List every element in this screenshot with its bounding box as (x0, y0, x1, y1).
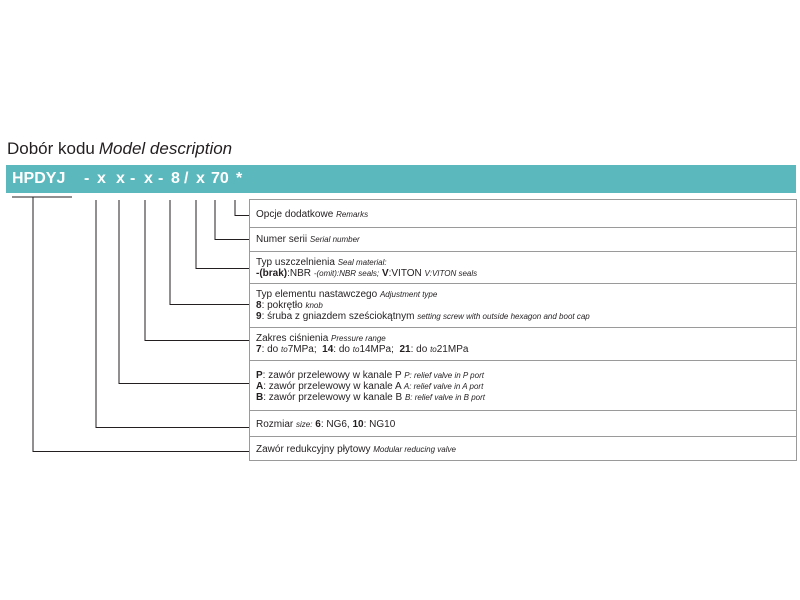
row-adjustment-pl: Typ elementu nastawczego (256, 289, 378, 300)
adjust-screw-en: setting screw with outside hexagon and b… (417, 312, 590, 321)
model-code-bar: HPDYJ - x x - x - 8 / x 70 * (6, 165, 796, 193)
row-pressure: Zakres ciśnienia Pressure range 7: do to… (250, 328, 796, 361)
row-serial-pl: Numer serii (256, 234, 308, 245)
relief-p-en: P: relief valve in P port (404, 371, 484, 380)
size-key-10: 10 (352, 419, 364, 430)
code-valve-function: x (97, 170, 106, 187)
pressure-14-value: 14MPa; (359, 344, 394, 355)
row-size-en: size: (296, 420, 313, 429)
adjust-key-9: 9 (256, 311, 262, 322)
title-english: Model description (98, 139, 233, 158)
relief-a-text: : zawór przelewowy w kanale A (263, 381, 402, 392)
adjust-knob-en: knob (305, 301, 323, 310)
row-remarks: Opcje dodatkowe Remarks (250, 199, 796, 228)
code-slash: / (184, 170, 189, 187)
title-polish: Dobór kodu (7, 139, 95, 158)
leader-series (32, 197, 249, 452)
adjust-screw: : śruba z gniazdem sześciokątnym (261, 311, 415, 322)
leader-serial (214, 200, 249, 240)
relief-b-text: : zawór przelewowy w kanale B (263, 392, 403, 403)
seal-key-omit: -(brak) (256, 268, 288, 279)
row-pressure-en: Pressure range (331, 334, 386, 343)
relief-p-text: : zawór przelewowy w kanale P (262, 370, 402, 381)
pressure-21-text: : do (410, 344, 428, 355)
code-dash-1: - (84, 170, 90, 187)
leader-size (95, 200, 249, 428)
code-dash-3: - (158, 170, 164, 187)
leader-remarks (234, 200, 249, 216)
relief-b-en: B: relief valve in B port (404, 393, 486, 402)
pressure-14-to: to (352, 345, 360, 354)
seal-nbr-en: -(omit):NBR seals; (313, 269, 380, 278)
code-series: HPDYJ (12, 170, 66, 187)
adjust-key-8: 8 (256, 300, 262, 311)
leader-pressure-range (144, 200, 249, 341)
row-serial-en: Serial number (309, 235, 360, 244)
description-panel (249, 199, 797, 461)
row-valve-type: Zawór redukcyjny płytowy Modular reducin… (250, 437, 796, 461)
leader-valve-function (118, 200, 249, 384)
code-size: 8 (171, 170, 180, 187)
relief-key-p: P (256, 370, 263, 381)
row-size: Rozmiar size: 6: NG6, 10: NG10 (250, 411, 796, 437)
seal-nbr: :NBR (287, 268, 312, 279)
relief-key-b: B (256, 392, 264, 403)
row-adjustment-en: Adjustment type (379, 290, 438, 299)
code-serial: 70 (211, 170, 229, 187)
row-seal: Typ uszczelnienia Seal material: -(brak)… (250, 252, 796, 284)
leader-seal (195, 200, 249, 269)
seal-key-v: V (381, 268, 389, 279)
pressure-7-to: to (281, 345, 288, 354)
adjust-knob: : pokrętło (261, 300, 303, 311)
size-key-6: 6 (315, 419, 321, 430)
row-valve-type-pl: Zawór redukcyjny płytowy (256, 444, 371, 455)
code-seal: x (196, 170, 205, 187)
pressure-key-14: 14 (322, 344, 334, 355)
code-dash-2: - (130, 170, 136, 187)
code-remarks: * (236, 170, 243, 187)
size-ng10: : NG10 (363, 419, 396, 430)
pressure-14-text: : do (333, 344, 350, 355)
pressure-key-7: 7 (256, 344, 262, 355)
code-pressure-range: x (116, 170, 125, 187)
row-remarks-en: Remarks (336, 210, 369, 219)
leader-adjustment (169, 200, 249, 305)
size-ng6: : NG6, (320, 419, 350, 430)
row-size-pl: Rozmiar (256, 419, 294, 430)
seal-viton: :VITON (388, 268, 422, 279)
row-remarks-pl: Opcje dodatkowe (256, 209, 334, 220)
pressure-21-value: 21MPa (436, 344, 469, 355)
row-seal-en: Seal material: (337, 258, 387, 267)
row-adjustment: Typ elementu nastawczego Adjustment type… (250, 284, 796, 328)
row-seal-pl: Typ uszczelnienia (256, 257, 335, 268)
pressure-7-text: : do (261, 344, 279, 355)
pressure-21-to: to (430, 345, 437, 354)
row-relief-valve: P: zawór przelewowy w kanale P P: relief… (250, 361, 796, 411)
pressure-7-value: 7MPa; (287, 344, 317, 355)
row-valve-type-en: Modular reducing valve (373, 445, 456, 454)
code-adjustment: x (144, 170, 153, 187)
row-pressure-pl: Zakres ciśnienia (256, 333, 329, 344)
pressure-key-21: 21 (399, 344, 411, 355)
row-serial: Numer serii Serial number (250, 228, 796, 252)
seal-viton-en: V:VITON seals (424, 269, 478, 278)
relief-key-a: A (256, 381, 264, 392)
relief-a-en: A: relief valve in A port (403, 382, 484, 391)
